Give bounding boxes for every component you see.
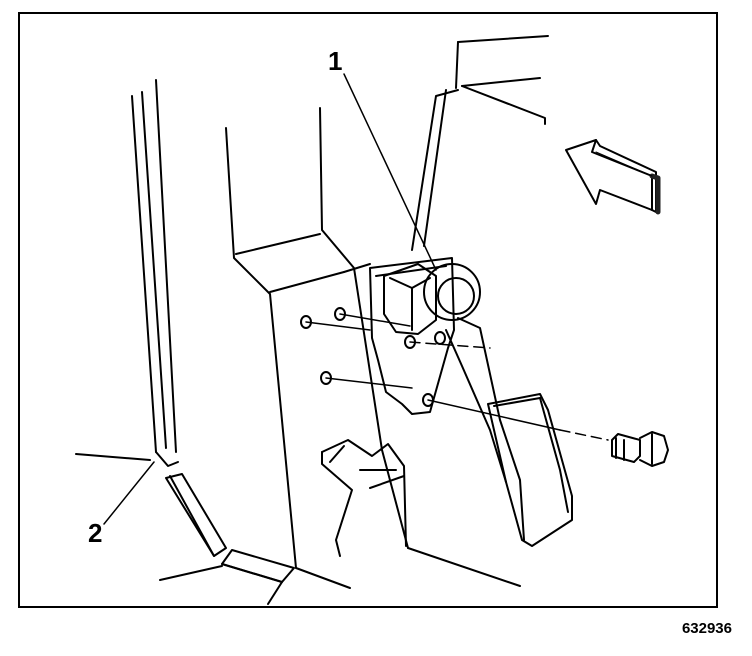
mounting-bolt-icon <box>611 431 669 467</box>
alignment-lines <box>305 313 609 441</box>
callout-1-label: 1 <box>328 46 343 76</box>
pedal-bracket-icon <box>225 107 521 587</box>
callout-2-label: 2 <box>88 518 103 548</box>
accelerator-pedal-assembly-icon <box>369 257 573 547</box>
figure-id-label: 632936 <box>681 620 732 637</box>
leader-lines <box>103 73 437 525</box>
dash-panel-icon <box>411 35 549 251</box>
direction-arrow-icon <box>565 139 661 215</box>
floor-panel-icon <box>75 79 351 605</box>
figure-frame <box>18 12 718 608</box>
